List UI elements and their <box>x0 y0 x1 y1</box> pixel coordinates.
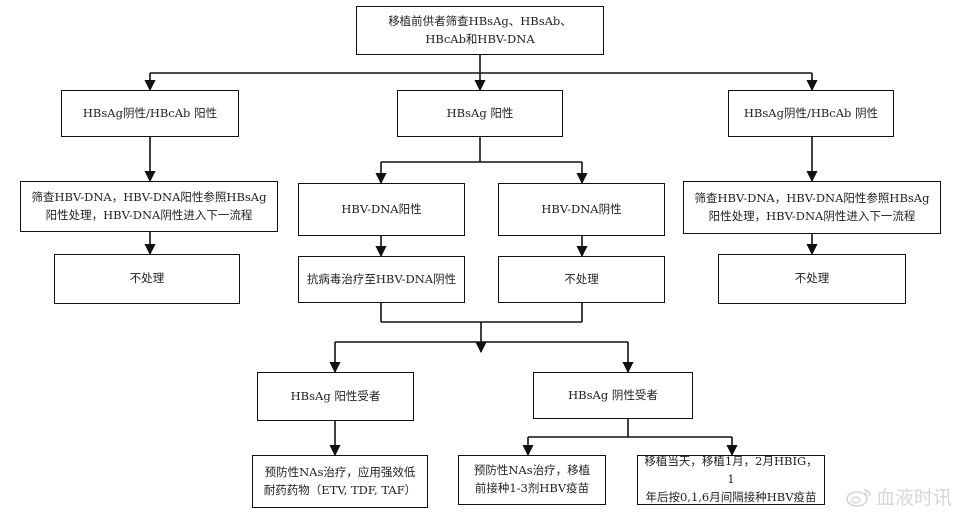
node-text-line: 预防性NAs治疗，应用强效低 <box>264 464 416 479</box>
node-text-line: 筛查HBV-DNA，HBV-DNA阳性参照HBsAg <box>31 189 267 204</box>
node-text-line: 预防性NAs治疗，移植 <box>473 463 591 478</box>
node-text: HBV-DNA阳性 <box>341 201 422 216</box>
node-right-dna-screening: 筛查HBV-DNA，HBV-DNA阳性参照HBsAg 阳性处理，HBV-DNA阴… <box>683 181 941 234</box>
node-text: HBsAg 阳性受者 <box>290 388 381 403</box>
node-text-line: 前接种1-3剂HBV疫苗 <box>474 481 590 495</box>
node-neg-prophylaxis: 预防性NAs治疗，移植 前接种1-3剂HBV疫苗 <box>458 455 606 505</box>
node-text-line: 阳性处理，HBV-DNA阴性进入下一流程 <box>45 207 253 222</box>
node-text-line: 移植前供者筛查HBsAg、HBsAb、 <box>388 13 572 28</box>
node-hbsag-pos-recipient: HBsAg 阳性受者 <box>257 372 414 421</box>
watermark-text: 血液时讯 <box>875 487 952 509</box>
node-donor-screening: 移植前供者筛查HBsAg、HBsAb、 HBcAb和HBV-DNA <box>356 6 604 55</box>
node-left-dna-screening: 筛查HBV-DNA，HBV-DNA阳性参照HBsAg 阳性处理，HBV-DNA阴… <box>20 181 278 232</box>
node-antiviral-therapy: 抗病毒治疗至HBV-DNA阴性 <box>298 256 465 303</box>
node-text: 不处理 <box>794 271 830 286</box>
node-text-line: 阳性处理，HBV-DNA阴性进入下一流程 <box>708 208 916 223</box>
node-text: 抗病毒治疗至HBV-DNA阴性 <box>306 271 457 286</box>
node-text-line: 筛查HBV-DNA，HBV-DNA阳性参照HBsAg <box>694 190 930 205</box>
node-hbv-dna-negative: HBV-DNA阴性 <box>498 183 665 236</box>
node-hbsag-neg-hbcab-pos: HBsAg阴性/HBcAb 阳性 <box>61 90 239 137</box>
watermark: 血液时讯 <box>846 483 952 510</box>
node-hbig-vaccine: 移植当天，移植1月，2月HBIG，1 年后按0,1,6月间隔接种HBV疫苗 <box>637 454 825 505</box>
node-left-no-action: 不处理 <box>54 254 240 304</box>
node-hbsag-pos: HBsAg 阳性 <box>397 90 563 137</box>
node-text: HBsAg阴性/HBcAb 阴性 <box>743 105 879 120</box>
node-text-line: 移植当天，移植1月，2月HBIG，1 <box>644 454 818 487</box>
node-text: HBsAg 阳性 <box>446 105 514 120</box>
node-right-no-action: 不处理 <box>718 254 906 304</box>
node-text: 不处理 <box>129 271 165 286</box>
node-text: 不处理 <box>564 271 599 286</box>
node-hbv-dna-positive: HBV-DNA阳性 <box>298 183 465 236</box>
node-pos-prophylaxis: 预防性NAs治疗，应用强效低 耐药药物（ETV, TDF, TAF） <box>252 455 428 508</box>
node-text: HBV-DNA阴性 <box>541 201 622 216</box>
node-hbsag-neg-hbcab-neg: HBsAg阴性/HBcAb 阴性 <box>728 90 894 137</box>
node-text-line: HBcAb和HBV-DNA <box>425 31 535 46</box>
node-hbsag-neg-recipient: HBsAg 阴性受者 <box>533 372 693 419</box>
node-text: HBsAg阴性/HBcAb 阳性 <box>82 105 218 120</box>
node-text: HBsAg 阴性受者 <box>568 387 658 402</box>
node-text-line: 年后按0,1,6月间隔接种HBV疫苗 <box>645 489 817 504</box>
node-mid-no-action: 不处理 <box>498 256 665 303</box>
weibo-icon <box>846 488 871 507</box>
node-text-line: 耐药药物（ETV, TDF, TAF） <box>263 482 417 497</box>
